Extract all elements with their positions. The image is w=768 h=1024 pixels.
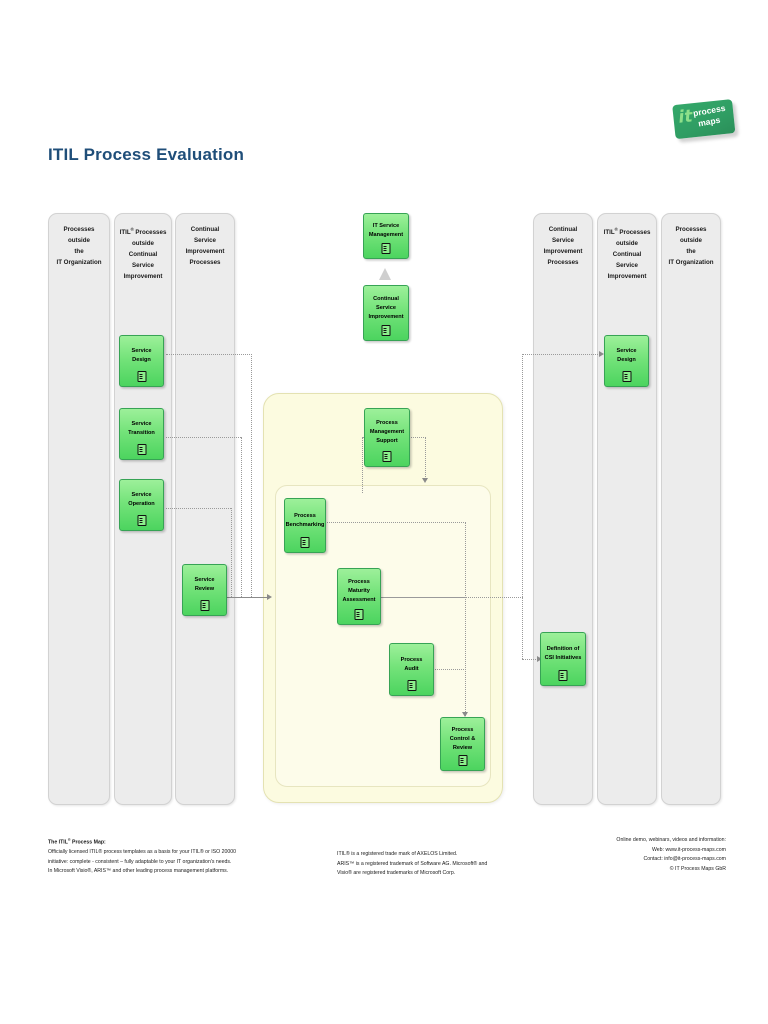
arrow-into-csi-initiatives <box>537 656 542 662</box>
document-icon <box>407 680 416 691</box>
process-label: Service Transition <box>128 421 155 436</box>
process-service-design-left[interactable]: Service Design <box>119 335 164 387</box>
process-label: Service Design <box>131 348 152 363</box>
footer-left-line2: initiative: complete - consistent – full… <box>48 858 232 865</box>
process-audit[interactable]: Process Audit <box>389 643 434 696</box>
document-icon <box>382 451 392 462</box>
connector-right-bus <box>465 522 466 716</box>
connector-service-transition-down <box>241 437 242 597</box>
connector-to-csi <box>522 659 540 660</box>
connector-benchmarking <box>323 522 466 523</box>
process-service-operation[interactable]: Service Operation <box>119 479 164 531</box>
logo-text-it: it <box>677 106 694 128</box>
footer-left-heading: The ITIL® Process Map: <box>48 838 106 846</box>
process-label: Definition of CSI Initiatives <box>544 646 582 661</box>
process-label: Process Management Support <box>369 420 405 444</box>
footer-left: The ITIL® Process Map: Officially licens… <box>48 836 278 877</box>
footer-center-line2: ARIS™ is a registered trademark of Softw… <box>337 860 488 867</box>
process-management-support[interactable]: Process Management Support <box>364 408 410 467</box>
process-label: Process Audit <box>400 656 423 672</box>
document-icon <box>381 325 391 336</box>
connector-to-csi-out <box>378 597 523 598</box>
process-continual-service-improvement[interactable]: Continual Service Improvement <box>363 285 409 341</box>
footer-center-line1: ITIL® is a registered trade mark of AXEL… <box>337 851 458 857</box>
process-label: Process Control & Review <box>449 726 476 751</box>
process-label: Service Review <box>194 577 215 592</box>
connector-audit <box>432 669 466 670</box>
document-icon <box>137 371 146 382</box>
process-label: IT Service Management <box>368 223 404 238</box>
process-benchmarking[interactable]: Process Benchmarking <box>284 498 326 553</box>
arrow-into-control-review <box>462 712 468 717</box>
footer-right: Online demo, webinars, videos and inform… <box>560 836 726 874</box>
process-definition-of-csi-initiatives[interactable]: Definition of CSI Initiatives <box>540 632 586 686</box>
document-icon <box>458 755 467 766</box>
document-icon <box>137 515 146 526</box>
footer-left-line1: Officially licensed ITIL® process templa… <box>48 849 237 856</box>
connector-pms-right-down <box>425 437 426 481</box>
connector-pms-right <box>408 437 426 438</box>
connector-bus-to-container <box>221 597 269 598</box>
arrow-pms-down <box>422 478 428 483</box>
arrow-csi-to-itsm <box>379 268 391 280</box>
document-icon <box>622 371 631 382</box>
document-icon <box>558 670 568 681</box>
process-service-design-right[interactable]: Service Design <box>604 335 649 387</box>
arrow-into-container <box>267 594 272 600</box>
process-label: Process Benchmarking <box>285 512 325 528</box>
connector-service-operation-down <box>231 508 232 597</box>
document-icon <box>137 444 146 455</box>
connector-csi-up <box>522 354 523 659</box>
connector-service-operation <box>166 508 231 509</box>
process-maturity-assessment[interactable]: Process Maturity Assessment <box>337 568 381 625</box>
footer-right-contact[interactable]: Contact: info@it-process-maps.com <box>643 856 726 862</box>
document-icon <box>300 537 310 548</box>
process-service-transition[interactable]: Service Transition <box>119 408 164 460</box>
connector-pms-left-down <box>362 437 363 493</box>
connector-service-design-down <box>251 354 252 597</box>
document-icon <box>200 600 209 611</box>
footer-right-web[interactable]: Web: www.it-process-maps.com <box>652 846 726 853</box>
page-title: ITIL Process Evaluation <box>48 145 245 164</box>
process-it-service-management[interactable]: IT Service Management <box>363 213 409 259</box>
process-service-review[interactable]: Service Review <box>182 564 227 616</box>
footer-center: ITIL® is a registered trade mark of AXEL… <box>337 850 537 879</box>
process-control-and-review[interactable]: Process Control & Review <box>440 717 485 771</box>
connector-csi-to-service-design <box>522 354 602 355</box>
arrow-into-service-design-right <box>599 351 604 357</box>
footer-right-line1: Online demo, webinars, videos and inform… <box>616 837 726 843</box>
connector-service-transition <box>166 437 241 438</box>
document-icon <box>381 243 391 254</box>
connector-service-design <box>166 354 252 355</box>
process-label: Continual Service Improvement <box>368 295 404 320</box>
footer-center-line3: Visio® are registered trademarks of Micr… <box>337 870 456 876</box>
process-label: Service Design <box>616 348 637 363</box>
footer-left-line3: In Microsoft Visio®, ARIS™ and other lea… <box>48 868 229 875</box>
process-label: Service Operation <box>128 492 155 507</box>
document-icon <box>354 609 364 620</box>
it-process-maps-logo[interactable]: it process maps <box>672 99 738 143</box>
process-label: Process Maturity Assessment <box>342 579 376 603</box>
footer-right-copyright: © IT Process Maps GbR <box>669 865 726 872</box>
